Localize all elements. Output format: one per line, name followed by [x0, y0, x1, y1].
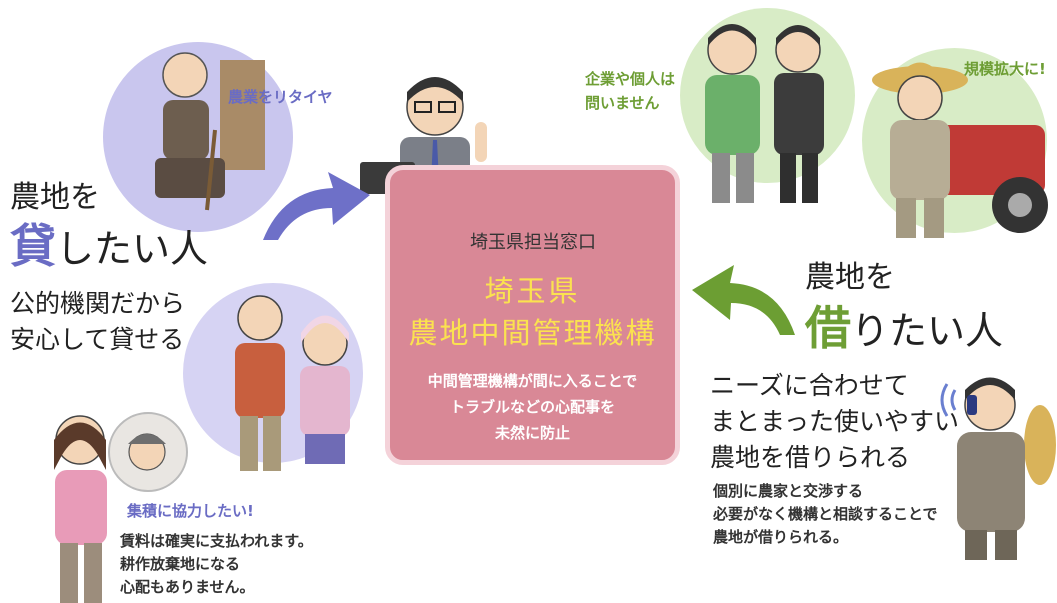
cooperate-label: 集積に協力したい! [127, 502, 254, 520]
center-desc-line1: 中間管理機構が間に入ることで [427, 372, 638, 390]
borrower-note-line3: 農地が借りられる。 [713, 528, 849, 546]
org-name-line2: 農地中間管理機構 [408, 316, 657, 350]
expand-label: 規模拡大に! [964, 60, 1046, 78]
retire-label: 農業をリタイヤ [228, 88, 333, 106]
company-label-line1: 企業や個人は [585, 70, 676, 88]
lender-note-line1: 賃料は確実に支払われます。 [120, 532, 313, 550]
company-label-line2: 問いません [585, 94, 660, 112]
borrower-note-line1: 個別に農家と交渉する [713, 482, 864, 500]
lender-heading: 貸したい人 [10, 210, 208, 276]
lender-note-line3: 心配もありません。 [120, 578, 255, 596]
borrower-lead-line3: 農地を借りられる [710, 443, 911, 472]
lender-heading-rest: したい人 [56, 227, 209, 271]
borrower-heading-line1: 農地を [805, 260, 895, 295]
borrower-note-line2: 必要がなく機構と相談することで [713, 505, 938, 523]
center-panel [385, 165, 680, 465]
org-name-line1: 埼玉県 [484, 274, 581, 308]
borrower-lead-line1: ニーズに合わせて [710, 371, 909, 400]
business-men-illustration [705, 24, 824, 203]
couple-illustration [235, 295, 350, 471]
center-desc-line3: 未然に防止 [494, 424, 570, 442]
borrower-heading-char: 借 [805, 301, 851, 355]
retired-farmer-illustration [155, 52, 265, 211]
woman-illustration [54, 415, 107, 603]
window-label: 埼玉県担当窓口 [470, 232, 596, 253]
borrower-heading-rest: りたい人 [851, 309, 1004, 353]
lender-lead-line2: 安心して貸せる [10, 325, 185, 354]
elder-in-bubble-illustration [128, 433, 166, 471]
phone-farmer-illustration [940, 377, 1056, 560]
lend-arrow-icon [263, 172, 370, 240]
lender-heading-char: 貸 [10, 219, 56, 273]
farmer-tractor-illustration [872, 62, 1048, 238]
center-desc-line2: トラブルなどの心配事を [449, 398, 615, 416]
borrower-heading: 借りたい人 [805, 292, 1003, 358]
borrower-lead-line2: まとまった使いやすい [710, 407, 960, 436]
borrow-arrow-icon [692, 265, 795, 335]
lender-lead-line1: 公的機関だから [10, 289, 186, 318]
lender-note-line2: 耕作放棄地になる [120, 555, 241, 573]
lender-heading-line1: 農地を [10, 180, 100, 215]
